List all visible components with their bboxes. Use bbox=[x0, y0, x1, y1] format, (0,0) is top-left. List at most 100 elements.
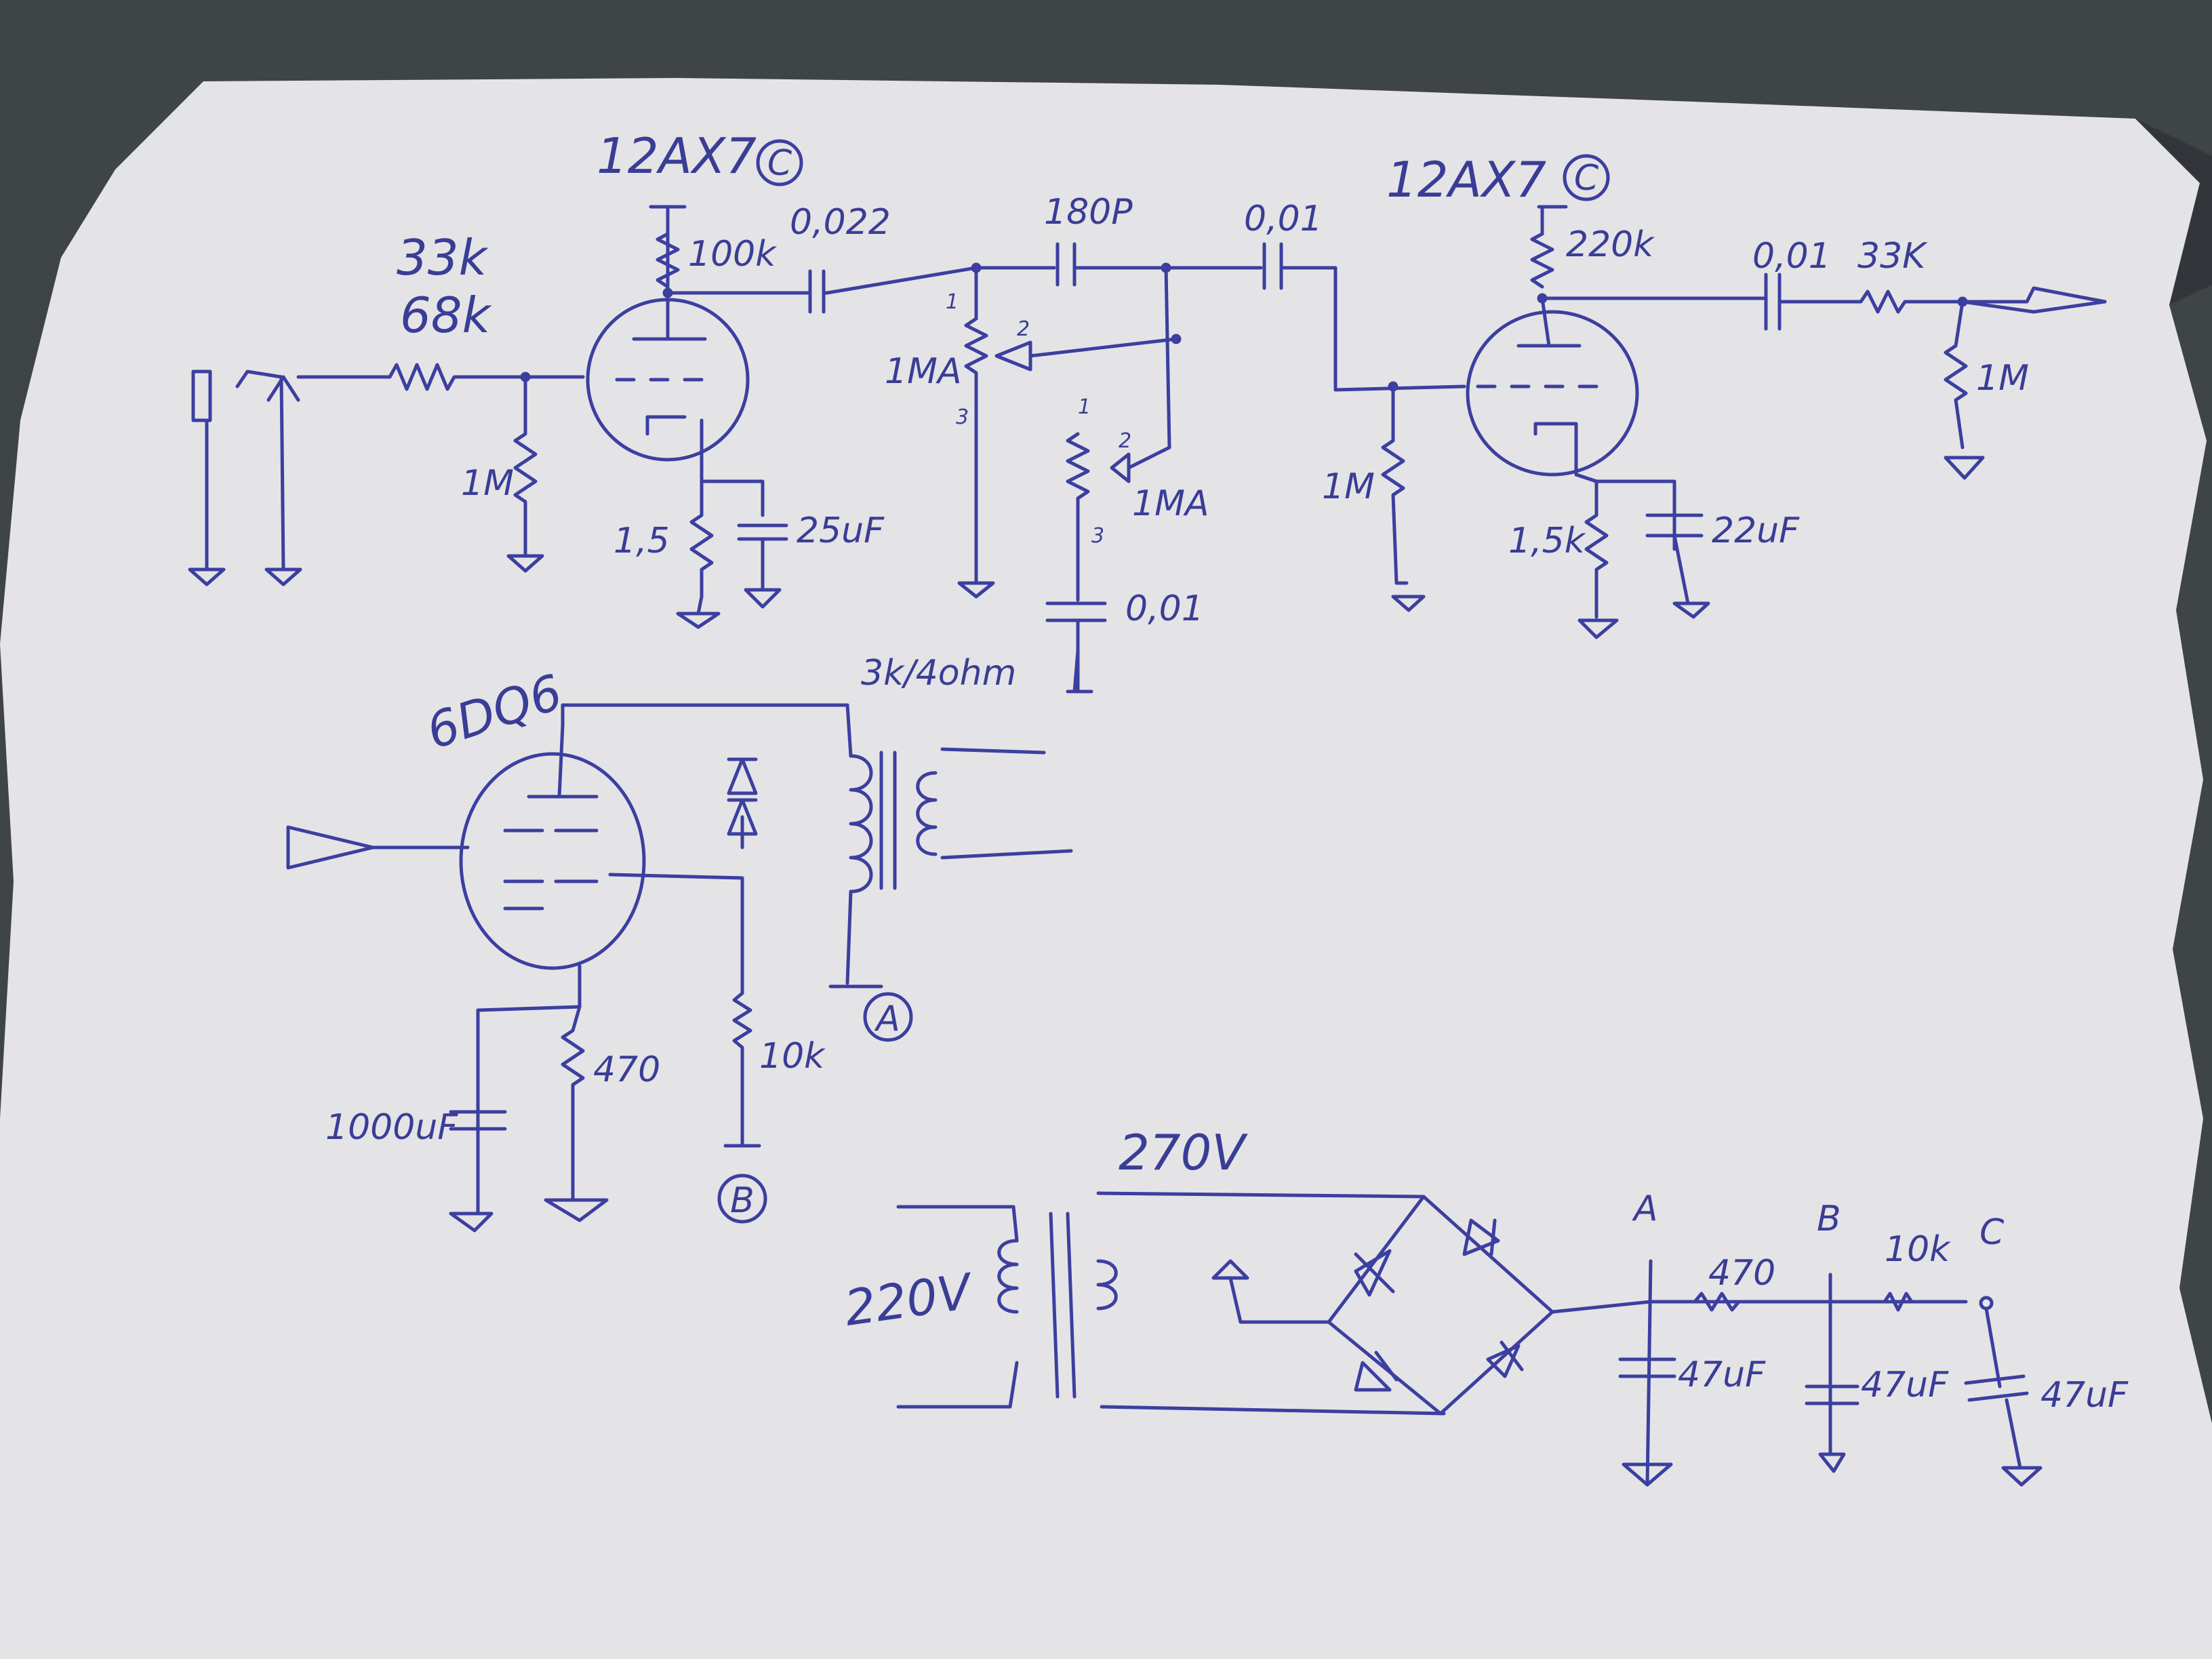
ground-icon bbox=[506, 554, 544, 573]
supply-cap-2 bbox=[1805, 1273, 1859, 1456]
output-arrow-icon bbox=[1960, 286, 2107, 314]
stage1-cathode-resistor-label: 1,5 bbox=[614, 521, 670, 561]
paper-sheet bbox=[0, 78, 2212, 1659]
stage2-output-shunt-label: 1M bbox=[1976, 358, 2029, 399]
screen-resistor bbox=[732, 991, 752, 1148]
stage2-tube-tag-circle bbox=[1563, 154, 1610, 201]
supply-c1-label: 47uF bbox=[1678, 1355, 1766, 1395]
power-stage-section bbox=[286, 703, 1073, 1233]
stage1-section bbox=[188, 205, 978, 629]
stage2-plate-resistor-label: 220k bbox=[1566, 224, 1655, 265]
tone-pot1-pin2: 2 bbox=[1017, 317, 1030, 341]
supply-c2-label: 47uF bbox=[1861, 1365, 1949, 1405]
supply-section bbox=[896, 1191, 2043, 1487]
cathode-resistor-2 bbox=[1584, 479, 1609, 619]
stage2-coupling-in-label: 0,01 bbox=[1244, 199, 1323, 239]
supply-r1-label: 470 bbox=[1708, 1253, 1775, 1294]
grid-resistor bbox=[513, 432, 538, 558]
tone-pot2-label: 1MA bbox=[1132, 483, 1209, 524]
power-screen-resistor-label: 10k bbox=[759, 1036, 826, 1077]
stage1-tube-label: 12AX7 bbox=[597, 127, 757, 184]
node-b-circle bbox=[717, 1174, 767, 1224]
stage2-tube-tag: C bbox=[1574, 158, 1599, 199]
stage1-tube-tag: C bbox=[767, 143, 792, 184]
input-jack-icon bbox=[191, 369, 212, 422]
bridge-diode-icon bbox=[1462, 1218, 1500, 1256]
tone-cap-001 bbox=[1045, 534, 1107, 694]
stage1-input-resistor-b: 68k bbox=[400, 287, 493, 344]
node-a-circle bbox=[863, 992, 913, 1042]
tone-pot1-label: 1MA bbox=[885, 351, 962, 392]
stage2-section bbox=[1164, 205, 2107, 639]
tone-pot2-pin3: 3 bbox=[1091, 524, 1104, 548]
stage1-coupling-cap-label: 0,022 bbox=[790, 202, 891, 243]
ground-icon bbox=[264, 567, 302, 586]
supply-resistor-470 bbox=[1693, 1292, 1741, 1312]
stage2-output-cap-label: 0,01 bbox=[1752, 236, 1831, 277]
coupling-cap-1 bbox=[795, 266, 978, 314]
bridge-diode-icon bbox=[1354, 1351, 1399, 1392]
cathode-cap-1 bbox=[737, 523, 788, 592]
input-resistor bbox=[388, 363, 527, 391]
zener-diodes bbox=[727, 757, 758, 850]
output-transformer-core bbox=[879, 751, 897, 890]
cathode-cap-3 bbox=[449, 1110, 507, 1216]
bridge-diode-icon bbox=[1354, 1249, 1395, 1297]
stage2-cathode-resistor-label: 1,5k bbox=[1508, 521, 1586, 561]
supply-node-a: A bbox=[1632, 1188, 1658, 1229]
coupling-cap-2 bbox=[1164, 242, 1338, 392]
ground-icon bbox=[1944, 456, 1985, 480]
stage1-plate-resistor-label: 100k bbox=[688, 234, 777, 275]
plate-resistor-2 bbox=[1530, 232, 1554, 289]
stage2-cathode-cap-label: 22uF bbox=[1712, 511, 1800, 551]
ground-icon bbox=[1391, 581, 1426, 612]
stage1-input-resistor-a: 33k bbox=[397, 229, 489, 286]
pot2-wiper bbox=[1110, 445, 1171, 483]
tube-6dq6 bbox=[459, 752, 646, 970]
tone-section bbox=[957, 242, 1182, 694]
supply-c3-label: 47uF bbox=[2040, 1375, 2129, 1416]
cathode-cap-2 bbox=[1645, 513, 1710, 619]
tube-12ax7-2 bbox=[1466, 310, 1639, 477]
pot1-resistor bbox=[964, 317, 988, 416]
ground-icon bbox=[188, 567, 226, 586]
pot1-wiper bbox=[994, 337, 1178, 372]
ground-icon bbox=[449, 1212, 494, 1233]
tone-pot1-pin3: 3 bbox=[956, 405, 969, 429]
supply-r2-label: 10k bbox=[1885, 1229, 1951, 1270]
power-transformer-core bbox=[1049, 1212, 1077, 1399]
tone-cap-bottom-label: 0,01 bbox=[1125, 588, 1204, 629]
supply-cap-1 bbox=[1618, 1259, 1676, 1487]
input-arrow-icon bbox=[286, 825, 470, 870]
stage2-grid-resistor-label: 1M bbox=[1322, 466, 1375, 507]
ground-icon bbox=[544, 1198, 609, 1222]
ac-ground-symbol bbox=[1211, 1259, 1331, 1324]
tone-cap-top-label: 180P bbox=[1044, 192, 1133, 233]
power-cathode-resistor-label: 470 bbox=[593, 1050, 660, 1090]
output-shunt bbox=[1944, 300, 1968, 449]
supply-node-b: B bbox=[1817, 1199, 1841, 1239]
power-transformer-label: 3k/4ohm bbox=[861, 653, 1016, 694]
supply-secondary-label: 270V bbox=[1119, 1124, 1248, 1181]
power-node-a: A bbox=[874, 999, 900, 1039]
stage1-cathode-cap-label: 25uF bbox=[797, 511, 885, 551]
pot2-resistor bbox=[1066, 432, 1090, 538]
ground-icon bbox=[2001, 1466, 2043, 1487]
stage2-tube-label: 12AX7 bbox=[1386, 151, 1546, 208]
stage2-output-resistor-label: 33K bbox=[1857, 236, 1928, 277]
power-cathode-cap-label: 1000uF bbox=[325, 1107, 458, 1148]
supply-node-c: C bbox=[1979, 1212, 2005, 1253]
grid-resistor-2 bbox=[1381, 384, 1405, 585]
output-transformer-primary bbox=[849, 754, 873, 894]
ground-icon bbox=[1622, 1462, 1673, 1487]
bridge-diode-icon bbox=[1486, 1340, 1524, 1378]
stage1-tube-tag-circle bbox=[756, 139, 803, 186]
output-transformer-secondary bbox=[916, 771, 938, 856]
cathode-resistor-1 bbox=[689, 513, 714, 599]
ground-icon bbox=[1818, 1452, 1846, 1473]
cathode-resistor-3 bbox=[561, 1005, 585, 1202]
tone-pot2-pin2: 2 bbox=[1119, 429, 1131, 453]
tone-cap-180p bbox=[974, 242, 1168, 287]
